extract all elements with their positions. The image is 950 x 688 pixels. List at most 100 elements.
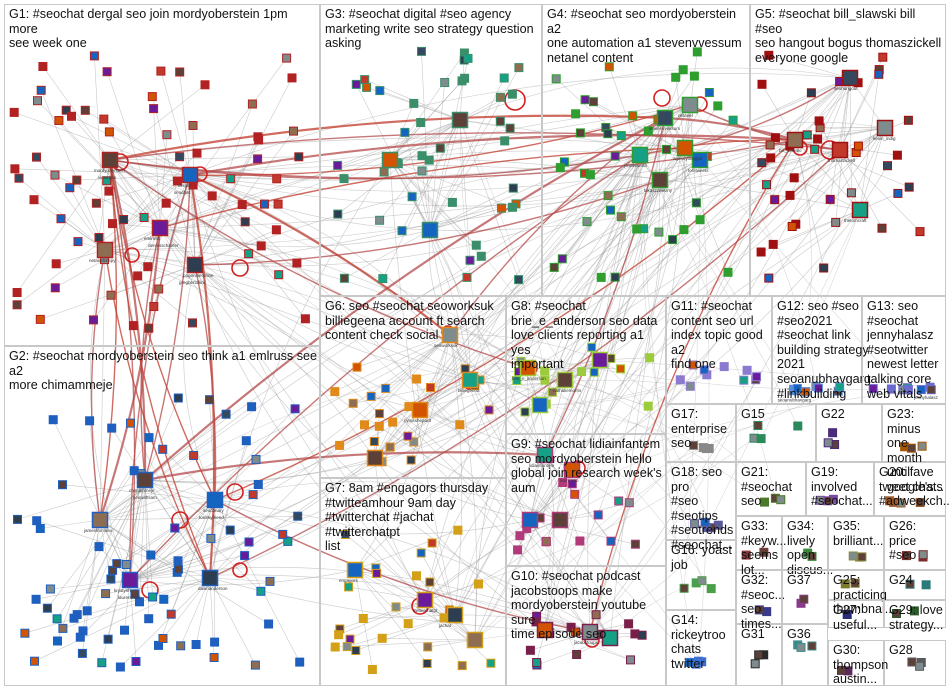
user-node[interactable] bbox=[810, 144, 820, 154]
user-node[interactable] bbox=[690, 519, 700, 529]
user-node[interactable] bbox=[603, 191, 613, 201]
user-node[interactable] bbox=[435, 143, 445, 153]
user-node[interactable] bbox=[143, 262, 153, 272]
user-node[interactable] bbox=[78, 626, 88, 636]
user-node[interactable] bbox=[209, 653, 219, 662]
user-node[interactable] bbox=[374, 421, 384, 431]
user-node[interactable] bbox=[476, 251, 486, 261]
user-node[interactable] bbox=[917, 441, 927, 451]
user-node[interactable] bbox=[33, 96, 42, 106]
user-node[interactable] bbox=[411, 401, 429, 419]
user-node[interactable] bbox=[367, 665, 377, 674]
user-node[interactable] bbox=[521, 511, 539, 529]
user-node[interactable] bbox=[50, 170, 60, 180]
user-node[interactable] bbox=[154, 284, 164, 294]
user-node[interactable] bbox=[706, 584, 716, 594]
user-node[interactable] bbox=[676, 139, 694, 157]
user-node[interactable] bbox=[205, 395, 214, 405]
user-node[interactable] bbox=[330, 387, 340, 397]
user-node[interactable] bbox=[186, 256, 204, 274]
user-node[interactable] bbox=[630, 539, 640, 549]
user-node[interactable] bbox=[571, 109, 581, 119]
user-node[interactable] bbox=[14, 173, 24, 183]
user-node[interactable] bbox=[606, 205, 615, 215]
user-node[interactable] bbox=[764, 50, 774, 60]
user-node[interactable] bbox=[916, 385, 926, 395]
user-node[interactable] bbox=[466, 631, 484, 649]
user-node[interactable] bbox=[699, 365, 709, 375]
user-node[interactable] bbox=[162, 130, 172, 140]
user-node[interactable] bbox=[786, 131, 804, 149]
user-node[interactable] bbox=[651, 171, 669, 189]
user-node[interactable] bbox=[206, 533, 216, 543]
user-node[interactable] bbox=[754, 650, 764, 660]
user-node[interactable] bbox=[500, 136, 510, 146]
user-node[interactable] bbox=[289, 126, 298, 136]
user-node[interactable] bbox=[391, 602, 401, 612]
user-node[interactable] bbox=[166, 609, 176, 619]
user-node[interactable] bbox=[42, 603, 52, 613]
user-node[interactable] bbox=[800, 387, 810, 397]
user-node[interactable] bbox=[35, 314, 45, 324]
user-node[interactable] bbox=[555, 163, 565, 173]
user-node[interactable] bbox=[532, 658, 542, 667]
user-node[interactable] bbox=[457, 661, 467, 671]
user-node[interactable] bbox=[65, 183, 75, 193]
user-node[interactable] bbox=[139, 213, 149, 222]
user-node[interactable] bbox=[549, 262, 559, 272]
user-node[interactable] bbox=[814, 116, 824, 126]
user-node[interactable] bbox=[149, 302, 159, 311]
user-node[interactable] bbox=[158, 444, 168, 454]
user-node[interactable] bbox=[776, 495, 786, 505]
user-node[interactable] bbox=[344, 582, 354, 592]
user-node[interactable] bbox=[813, 383, 823, 393]
user-node[interactable] bbox=[689, 440, 699, 450]
user-node[interactable] bbox=[119, 215, 129, 224]
user-node[interactable] bbox=[61, 105, 71, 115]
user-node[interactable] bbox=[244, 537, 254, 547]
user-node[interactable] bbox=[417, 46, 426, 56]
user-node[interactable] bbox=[850, 578, 860, 588]
user-node[interactable] bbox=[508, 202, 517, 212]
user-node[interactable] bbox=[656, 109, 674, 127]
user-node[interactable] bbox=[926, 385, 936, 395]
user-node[interactable] bbox=[161, 198, 171, 208]
user-node[interactable] bbox=[685, 381, 695, 391]
user-node[interactable] bbox=[567, 479, 577, 489]
user-node[interactable] bbox=[31, 594, 41, 604]
user-node[interactable] bbox=[330, 642, 340, 652]
user-node[interactable] bbox=[409, 437, 419, 447]
user-node[interactable] bbox=[416, 591, 434, 609]
user-node[interactable] bbox=[694, 656, 704, 666]
user-node[interactable] bbox=[556, 371, 574, 389]
user-node[interactable] bbox=[422, 659, 432, 668]
user-node[interactable] bbox=[626, 655, 635, 665]
user-node[interactable] bbox=[462, 272, 472, 282]
user-node[interactable] bbox=[271, 225, 281, 235]
user-node[interactable] bbox=[614, 496, 624, 506]
user-node[interactable] bbox=[135, 597, 144, 607]
user-node[interactable] bbox=[108, 219, 117, 229]
user-node[interactable] bbox=[30, 656, 39, 666]
user-node[interactable] bbox=[632, 224, 642, 234]
user-node[interactable] bbox=[918, 550, 928, 560]
user-node[interactable] bbox=[106, 290, 116, 300]
user-node[interactable] bbox=[868, 384, 878, 394]
user-node[interactable] bbox=[424, 155, 434, 165]
user-node[interactable] bbox=[515, 531, 525, 541]
user-node[interactable] bbox=[704, 88, 714, 97]
user-node[interactable] bbox=[377, 633, 387, 643]
user-node[interactable] bbox=[915, 498, 925, 507]
user-node[interactable] bbox=[294, 152, 304, 162]
user-node[interactable] bbox=[56, 214, 66, 224]
user-node[interactable] bbox=[905, 579, 915, 589]
user-node[interactable] bbox=[551, 511, 569, 529]
user-node[interactable] bbox=[610, 151, 620, 161]
user-node[interactable] bbox=[104, 186, 114, 196]
user-node[interactable] bbox=[902, 551, 911, 561]
user-node[interactable] bbox=[427, 538, 437, 548]
user-node[interactable] bbox=[903, 385, 913, 395]
user-node[interactable] bbox=[531, 396, 549, 414]
user-node[interactable] bbox=[536, 446, 554, 464]
user-node[interactable] bbox=[54, 116, 64, 125]
